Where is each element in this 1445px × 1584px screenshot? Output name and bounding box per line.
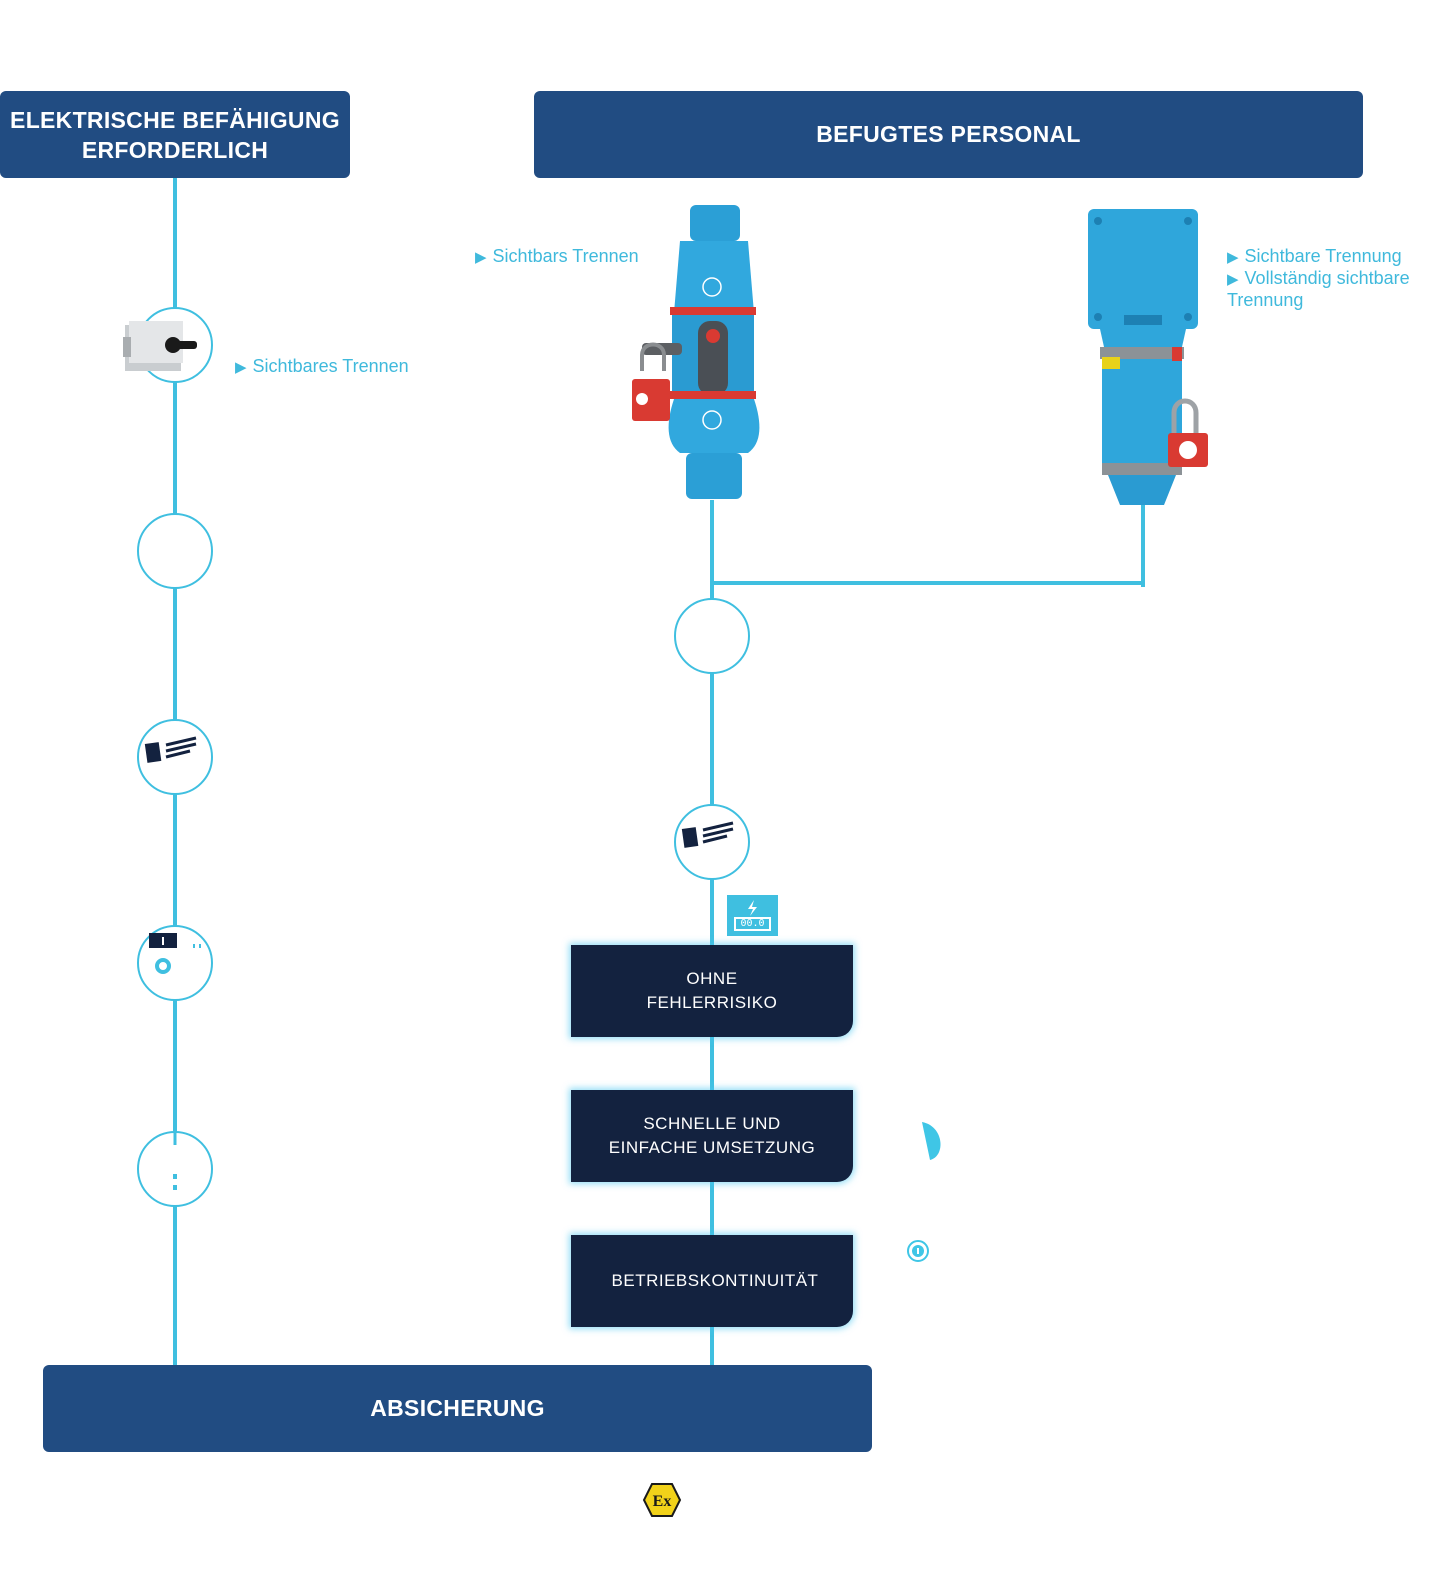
document-icon (144, 736, 197, 763)
rotary-disconnect-switch-image (123, 321, 197, 371)
triangle-icon: ▶ (1227, 249, 1239, 266)
voltage-meter-icon: 00.0 (727, 895, 778, 936)
header-authorized-personnel: BEFUGTES PERSONAL (534, 91, 1363, 178)
header-electrical-qualification: ELEKTRISCHE BEFÄHIGUNG ERFORDERLICH (0, 91, 350, 178)
atex-text: Ex (653, 1493, 672, 1510)
step-circle-right (674, 598, 750, 674)
socket-label-1: ▶Sichtbare Trennung (1227, 245, 1402, 269)
plug-connector-with-padlock-image (632, 205, 760, 499)
document-circle-right (674, 804, 750, 880)
triangle-icon: ▶ (475, 249, 487, 266)
info-circle-icon (907, 1240, 929, 1262)
switch-label: ▶Sichtbares Trennen (235, 355, 409, 379)
step-circle-empty (137, 513, 213, 589)
voltage-tester-icon (149, 933, 201, 974)
document-icon-right (681, 821, 734, 848)
header-securing: ABSICHERUNG (43, 1365, 872, 1452)
lightning-icon (748, 900, 757, 916)
box-operational-continuity: BETRIEBSKONTINUITÄT (571, 1235, 853, 1327)
box-no-error-risk: OHNE FEHLERRISIKO (571, 945, 853, 1037)
atex-ex-icon: Ex (642, 1483, 682, 1517)
dots-icon (173, 1131, 177, 1190)
half-circle-icon (922, 1122, 941, 1160)
socket-flow-line (1141, 505, 1145, 587)
voltage-tester-circle (137, 925, 213, 1001)
triangle-icon: ▶ (235, 359, 247, 376)
triangle-icon: ▶ (1227, 271, 1239, 288)
socket-label-2: ▶Vollständig sichtbare (1227, 267, 1410, 291)
join-line (710, 581, 1145, 585)
document-circle (137, 719, 213, 795)
connector-flow-line (710, 500, 714, 1365)
socket-label-3: Trennung (1227, 290, 1304, 310)
step-circle-lower (137, 1131, 213, 1207)
connector-label: ▶Sichtbars Trennen (475, 245, 639, 269)
box-fast-simple: SCHNELLE UND EINFACHE UMSETZUNG (571, 1090, 853, 1182)
socket-with-padlock-image (1088, 209, 1208, 505)
meter-reading: 00.0 (734, 917, 771, 931)
